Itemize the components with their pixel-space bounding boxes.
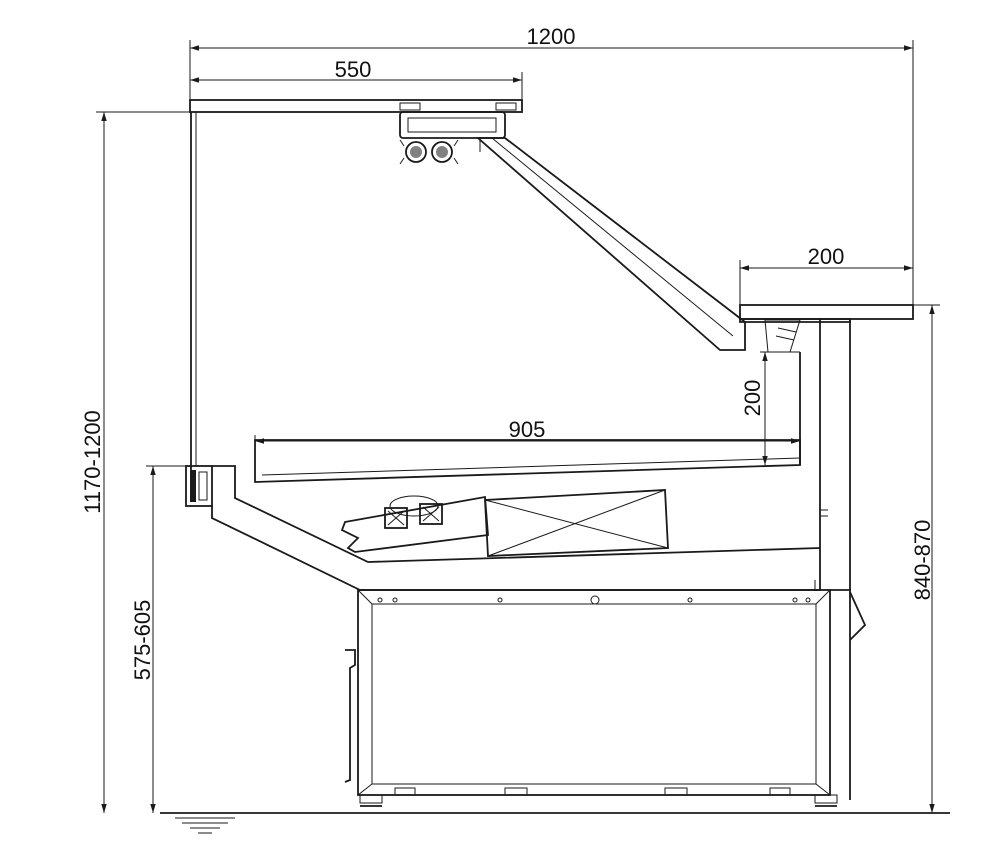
dimension-1170-1200: 1170-1200 (80, 112, 107, 813)
side-panel (344, 589, 867, 800)
dimension-label-575-605: 575-605 (130, 600, 155, 681)
fan-icon (419, 503, 443, 525)
lamp-icon (399, 139, 427, 165)
dimension-label-550: 550 (335, 57, 372, 82)
dimension-label-1170-1200: 1170-1200 (80, 410, 105, 514)
dimension-label-905: 905 (509, 417, 546, 442)
fan-housing (340, 495, 489, 553)
dimension-label-840-870: 840-870 (910, 520, 935, 601)
dimension-550: 550 (190, 57, 522, 83)
base-cabinet (357, 580, 831, 796)
top-shelf (189, 99, 523, 113)
dimension-1200: 1200 (190, 24, 913, 51)
dimension-label-200-counter: 200 (808, 244, 845, 269)
fan-icon (384, 507, 408, 529)
top-counter (739, 304, 914, 353)
cabinet-tub (211, 465, 821, 591)
dimension-840-870: 840-870 (910, 305, 935, 813)
display-well (254, 439, 801, 483)
lamp-icon (431, 139, 459, 165)
dimension-575-605: 575-605 (130, 466, 156, 813)
extension-lines (96, 40, 940, 467)
dimension-label-1200: 1200 (527, 24, 576, 49)
adjustable-foot (359, 787, 838, 807)
evaporator-coil (484, 489, 669, 557)
front-panel (799, 319, 851, 590)
dimension-200-counter: 200 (740, 244, 913, 271)
floor-level-icon (160, 812, 950, 834)
rear-post (185, 112, 213, 507)
dimension-905: 905 (255, 417, 800, 444)
light-bracket (399, 111, 506, 152)
dimension-200-glass: 200 (740, 352, 768, 465)
dimension-label-200-glass: 200 (740, 380, 765, 417)
front-glass (475, 137, 746, 351)
